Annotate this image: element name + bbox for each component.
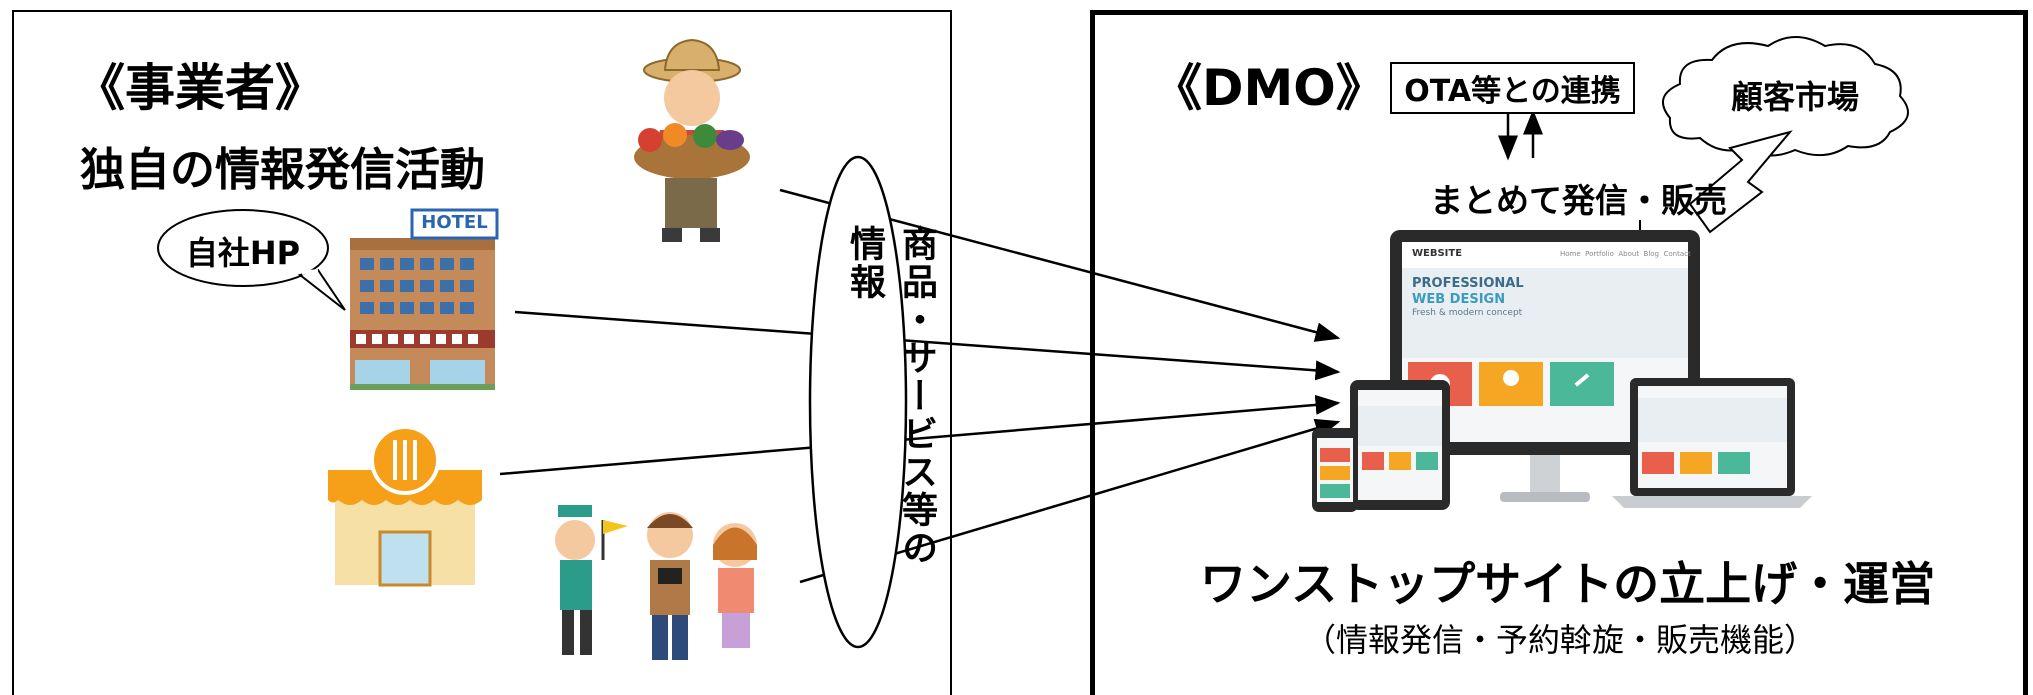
nav-home: Home — [1560, 250, 1581, 258]
customer-market-label: 顧客市場 — [1730, 78, 1859, 116]
hotel-illustration — [350, 208, 499, 390]
own-hp-bubble — [157, 209, 346, 311]
phone — [1312, 428, 1358, 512]
nav-blog: Blog — [1643, 250, 1660, 258]
business-title: 《事業者》 — [75, 59, 325, 117]
to-market-arrow — [1688, 130, 1793, 234]
arrow-hotel — [514, 310, 1341, 381]
screen-headline-1: PROFESSIONAL — [1412, 276, 1524, 291]
dmo-title: 《DMO》 — [1152, 59, 1386, 117]
info-oval — [808, 155, 908, 649]
tablet — [1350, 380, 1450, 510]
ota-label: OTA等との連携 — [1404, 74, 1621, 109]
farmer-illustration — [634, 38, 750, 242]
nav-portfolio: Portfolio — [1585, 250, 1614, 258]
nav-about: About — [1618, 250, 1640, 258]
sub-caption: （情報発信・予約斡旋・販売機能） — [1303, 621, 1816, 659]
arrow-restaurant — [499, 394, 1341, 476]
own-hp-label: 自社HP — [185, 234, 301, 272]
restaurant-illustration — [328, 425, 482, 587]
site-logo: WEBSITE — [1412, 248, 1463, 259]
tourists-illustration — [555, 505, 757, 660]
nav-bar: Home Portfolio About Blog Contact — [1560, 250, 1691, 258]
screen-tagline: Fresh & modern concept — [1412, 308, 1523, 318]
laptop — [1612, 378, 1812, 508]
ota-box: OTA等との連携 — [1390, 62, 1635, 114]
main-caption: ワンストップサイトの立上げ・運営 — [1200, 557, 1936, 611]
nav-contact: Contact — [1663, 250, 1691, 258]
business-subtitle: 独自の情報発信活動 — [80, 143, 486, 196]
customer-market-cloud — [1661, 36, 1909, 157]
info-oval-label: 商品・サービス等の情報 — [844, 225, 937, 567]
hotel-sign: HOTEL — [421, 212, 488, 233]
batch-label: まとめて発信・販売 — [1430, 181, 1727, 220]
screen-headline-2: WEB DESIGN — [1412, 292, 1506, 307]
